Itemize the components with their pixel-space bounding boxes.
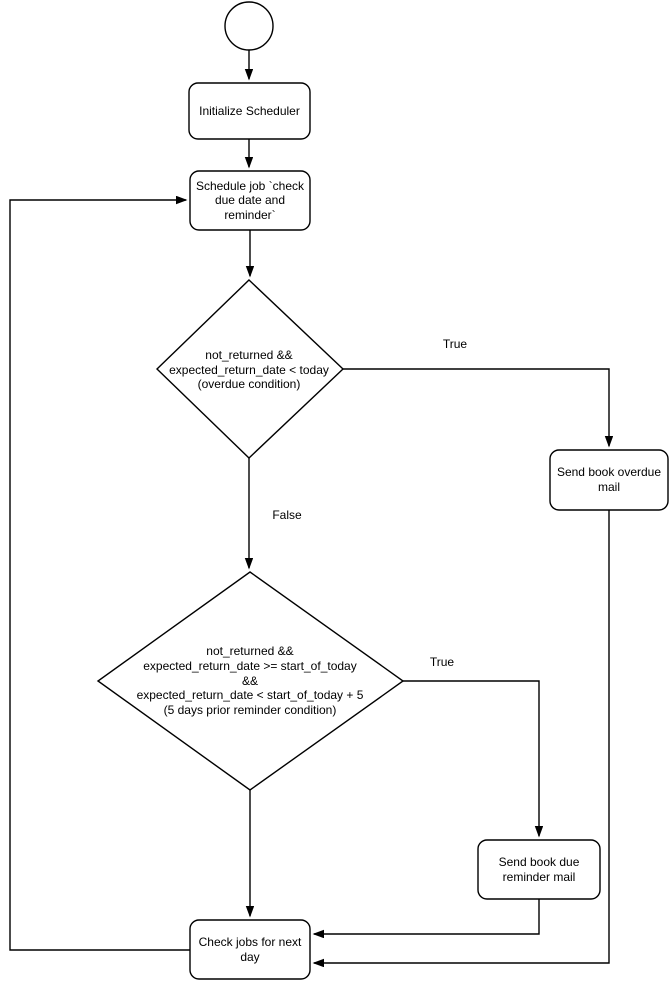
- schedule-job-label: Schedule job `check due date and reminde…: [195, 178, 305, 222]
- initialize-scheduler-label: Initialize Scheduler: [199, 103, 300, 118]
- send-reminder-mail-label: Send book due reminder mail: [498, 854, 580, 884]
- node-send-reminder-mail: [477, 839, 601, 900]
- node-schedule-job: [189, 170, 311, 231]
- edge-label-overdue-false: False: [263, 508, 311, 523]
- edge-overdue-true-to-overdue-mail: [343, 368, 609, 446]
- diamond-reminder-condition: [96, 571, 405, 791]
- reminder-condition-label: not_returned && expected_return_date >= …: [136, 644, 364, 717]
- overdue-condition-label: not_returned && expected_return_date < t…: [169, 348, 329, 392]
- start-node-circle: [224, 1, 274, 51]
- diamond-overdue-condition: [155, 279, 345, 459]
- edge-label-reminder-true: True: [420, 655, 464, 670]
- check-jobs-label: Check jobs for next day: [198, 934, 302, 964]
- edge-check-jobs-loop-to-schedule: [9, 200, 190, 951]
- send-overdue-mail-label: Send book overdue mail: [556, 465, 662, 494]
- node-initialize-scheduler: [188, 82, 311, 140]
- node-check-jobs: [189, 919, 311, 980]
- node-send-overdue-mail: [549, 449, 669, 511]
- edge-overdue-mail-to-check-jobs: [314, 510, 610, 963]
- edge-label-overdue-true: True: [433, 337, 477, 352]
- edge-reminder-mail-to-check-jobs: [314, 899, 540, 934]
- edge-reminder-true-to-reminder-mail: [403, 680, 539, 836]
